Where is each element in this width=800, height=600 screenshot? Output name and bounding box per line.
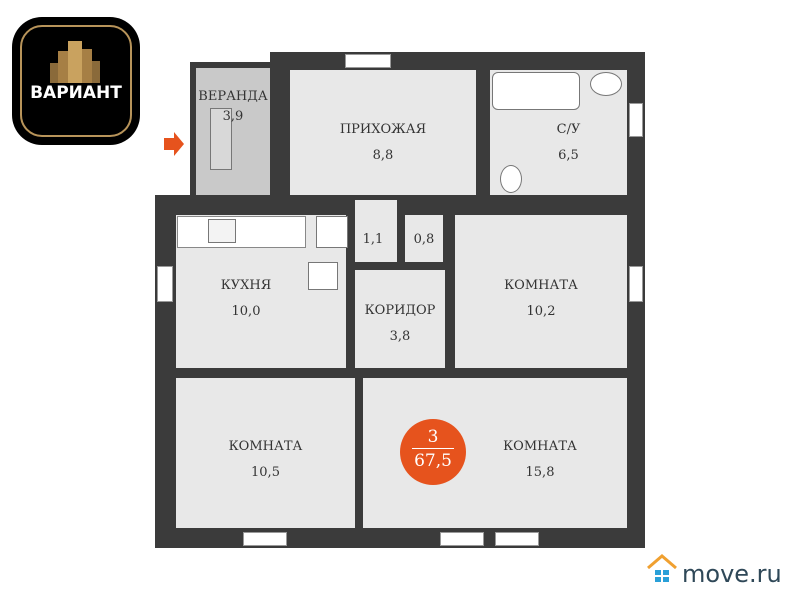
room-name: ВЕРАНДА bbox=[198, 89, 268, 104]
room-name: КОМНАТА bbox=[228, 439, 303, 454]
kitchen-counter bbox=[177, 216, 306, 248]
logo-frame bbox=[20, 25, 132, 137]
window bbox=[495, 532, 539, 546]
entry-arrow-icon bbox=[164, 132, 184, 156]
steps bbox=[210, 108, 232, 170]
window bbox=[629, 266, 643, 302]
summary-badge: 3 67,5 bbox=[400, 419, 466, 485]
room-name: ПРИХОЖАЯ bbox=[339, 122, 427, 137]
toilet-icon bbox=[500, 165, 522, 193]
room-storage-1 bbox=[355, 200, 397, 262]
boiler-icon bbox=[308, 262, 338, 290]
sink-icon bbox=[590, 72, 622, 96]
room-area: 0,8 bbox=[413, 232, 435, 247]
window bbox=[345, 54, 391, 68]
logo-text: ВАРИАНТ bbox=[30, 83, 122, 103]
bathtub-icon bbox=[492, 72, 580, 110]
room-area: 10,2 bbox=[526, 304, 556, 319]
room-name: КОМНАТА bbox=[503, 439, 577, 454]
room-area: 6,5 bbox=[558, 148, 579, 163]
window bbox=[243, 532, 287, 546]
room-name: КОМНАТА bbox=[504, 278, 578, 293]
house-icon bbox=[647, 554, 677, 582]
rooms-count: 3 bbox=[427, 427, 439, 447]
room-bedroom-1 bbox=[455, 215, 627, 368]
window bbox=[440, 532, 484, 546]
room-name: КОРИДОР bbox=[364, 303, 436, 318]
room-area: 3,8 bbox=[389, 329, 411, 344]
window bbox=[157, 266, 173, 302]
room-area: 10,5 bbox=[251, 465, 280, 480]
room-bedroom-2 bbox=[176, 378, 355, 528]
watermark-text: move.ru bbox=[682, 560, 782, 588]
room-area: 8,8 bbox=[372, 148, 394, 163]
room-name: КУХНЯ bbox=[220, 278, 272, 293]
agency-logo: ВАРИАНТ bbox=[12, 17, 140, 145]
room-area: 1,1 bbox=[362, 232, 384, 247]
total-area: 67,5 bbox=[412, 448, 454, 473]
kitchen-sink-icon bbox=[208, 219, 236, 243]
window bbox=[629, 103, 643, 137]
buildings-icon bbox=[50, 41, 100, 83]
room-name: С/У bbox=[556, 122, 581, 137]
room-area: 15,8 bbox=[525, 465, 555, 480]
room-area: 10,0 bbox=[231, 304, 261, 319]
room-corridor bbox=[355, 270, 445, 368]
room-veranda bbox=[196, 68, 270, 195]
room-storage-2 bbox=[405, 215, 443, 262]
room-area: 3,9 bbox=[222, 109, 244, 124]
stove-icon bbox=[316, 216, 348, 248]
room-prihozhaya bbox=[290, 70, 476, 195]
